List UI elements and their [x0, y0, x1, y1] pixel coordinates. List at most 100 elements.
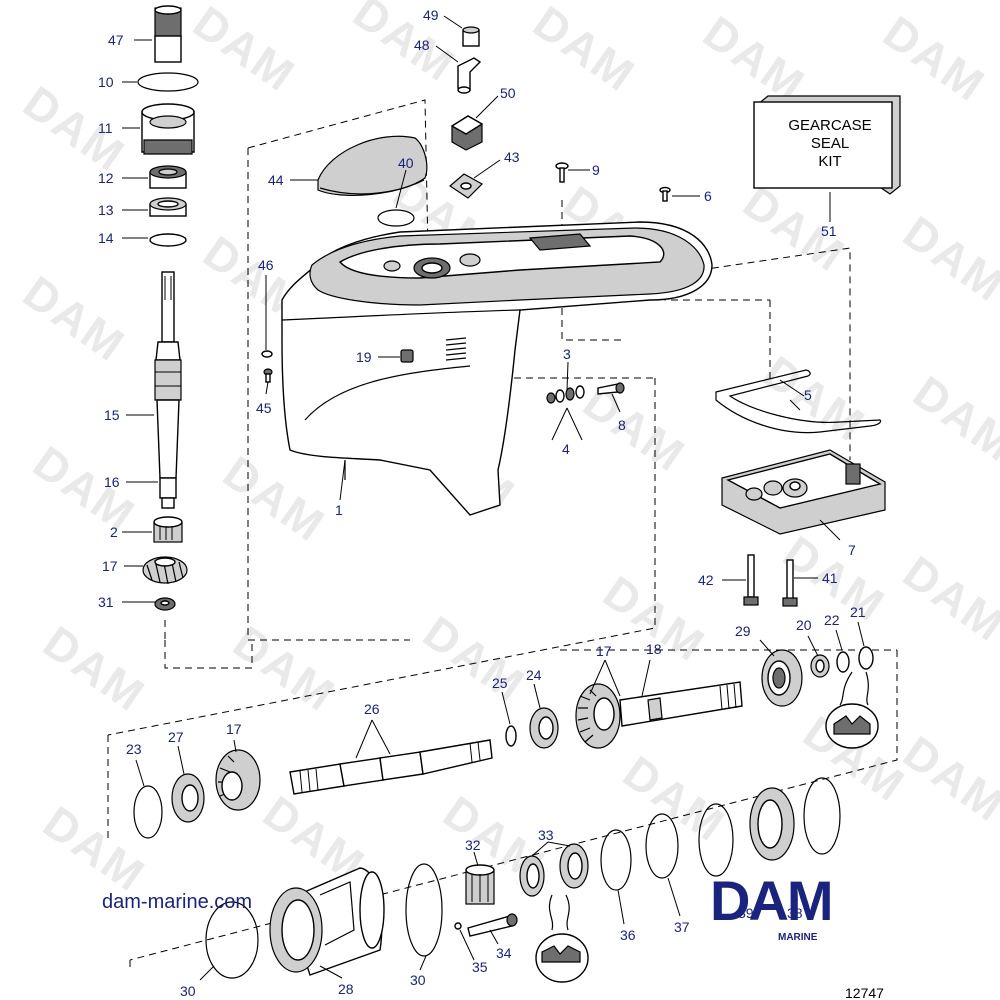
part-11-retainer — [141, 103, 195, 155]
watermark: DAM — [894, 546, 1000, 652]
callout-1: 1 — [335, 502, 343, 518]
callout-6: 6 — [704, 188, 712, 204]
top-parts — [317, 26, 671, 227]
part-12-bearing — [149, 165, 187, 189]
part-50-grommet — [450, 115, 484, 151]
callout-24: 24 — [526, 667, 542, 683]
part-8-screw — [597, 382, 625, 395]
callout-30-right: 30 — [410, 972, 426, 988]
callout-20: 20 — [796, 617, 812, 633]
callout-51: 51 — [821, 223, 837, 239]
part-2-needle-bearing — [153, 516, 183, 543]
seal-symbol-icon — [535, 894, 589, 983]
callout-17-reverse: 17 — [226, 721, 242, 737]
callout-7: 7 — [848, 542, 856, 558]
callout-45: 45 — [256, 400, 272, 416]
callout-40: 40 — [398, 155, 414, 171]
part-13-cup — [149, 197, 187, 217]
callout-32: 32 — [465, 837, 481, 853]
callout-48: 48 — [414, 37, 430, 53]
kit-label-line1: GEARCASE — [788, 117, 871, 134]
part-40-o-ring — [377, 209, 415, 227]
callout-9: 9 — [592, 162, 600, 178]
drive-shaft-stack — [137, 5, 199, 611]
callout-2: 2 — [110, 524, 118, 540]
kit-label-line3: KIT — [818, 153, 841, 170]
part-17-pinion-gear — [142, 556, 188, 585]
figure-number: 12747 — [845, 985, 884, 1000]
part-37-ring — [645, 813, 679, 879]
callout-42: 42 — [698, 572, 714, 588]
callout-4: 4 — [562, 441, 570, 457]
watermark: DAM — [574, 376, 695, 482]
part-20-bearing — [810, 654, 830, 678]
callout-46: 46 — [258, 257, 274, 273]
part-46-washer — [261, 350, 273, 358]
callout-36: 36 — [620, 927, 636, 943]
part-5-gasket — [715, 369, 882, 434]
watermark: DAM — [524, 0, 645, 102]
callout-31: 31 — [98, 594, 114, 610]
part-27-bearing — [171, 773, 205, 823]
part-38-ring — [698, 803, 734, 877]
part-44-cover — [317, 135, 428, 196]
part-32-bearing — [465, 864, 495, 905]
part-17-reverse-gear — [215, 749, 261, 811]
watermark: DAM — [754, 346, 875, 452]
callout-19: 19 — [356, 349, 372, 365]
part-31-nut — [154, 597, 176, 611]
part-42-bolt — [743, 554, 759, 606]
callout-30-left: 30 — [180, 983, 196, 999]
part-33-seal — [559, 843, 589, 889]
callout-28: 28 — [338, 981, 354, 997]
part-23-ring — [133, 785, 163, 839]
callout-23: 23 — [126, 741, 142, 757]
part-21-ring — [858, 646, 874, 670]
part-25-washer — [505, 725, 517, 747]
seal-symbol-icon — [825, 671, 879, 749]
brand-name: DAM — [710, 869, 832, 932]
callout-22: 22 — [824, 612, 840, 628]
part-6-screw — [659, 186, 671, 202]
callout-numbers: 47 10 11 12 13 14 15 16 2 17 31 49 48 50… — [98, 7, 866, 999]
watermark: DAM — [344, 0, 465, 92]
watermark: DAM — [894, 726, 1000, 832]
part-4-washers — [546, 385, 585, 404]
gearcase-seal-kit-box: GEARCASE SEAL KIT — [753, 95, 901, 195]
callout-17-forward: 17 — [596, 643, 612, 659]
part-10-ring — [137, 72, 199, 92]
dam-marine-logo: DAM MARINE — [710, 869, 834, 943]
callout-35: 35 — [472, 959, 488, 975]
watermark: DAM — [14, 266, 135, 372]
website-link[interactable]: dam-marine.com — [102, 891, 252, 913]
watermark: DAM — [614, 746, 735, 852]
part-9-screw — [555, 162, 569, 183]
watermark: DAM — [734, 176, 855, 282]
callout-13: 13 — [98, 202, 114, 218]
callout-33: 33 — [538, 827, 554, 843]
callout-17-pinion: 17 — [102, 558, 118, 574]
part-15-drive-shaft — [154, 271, 182, 509]
callout-14: 14 — [98, 230, 114, 246]
callout-37: 37 — [674, 919, 690, 935]
part-39-bearing — [749, 787, 795, 861]
part-7-cover-plate — [721, 449, 886, 535]
part-45-screw — [263, 368, 273, 383]
watermark: DAM — [14, 76, 135, 182]
callout-15: 15 — [104, 407, 120, 423]
callout-34: 34 — [496, 945, 512, 961]
watermark: DAM — [904, 366, 1000, 472]
brand-sub: MARINE — [778, 932, 818, 943]
callout-47: 47 — [108, 32, 124, 48]
callout-38: 38 — [787, 905, 803, 921]
part-19-nut — [400, 349, 414, 363]
part-18-propeller-shaft — [619, 681, 743, 727]
part-48-elbow — [457, 57, 482, 94]
callout-44: 44 — [268, 172, 284, 188]
part-39-ring — [803, 777, 841, 855]
callout-12: 12 — [98, 170, 114, 186]
part-49-bushing — [462, 26, 480, 47]
part-29-bearing — [761, 649, 803, 707]
watermark: DAM — [34, 796, 155, 902]
